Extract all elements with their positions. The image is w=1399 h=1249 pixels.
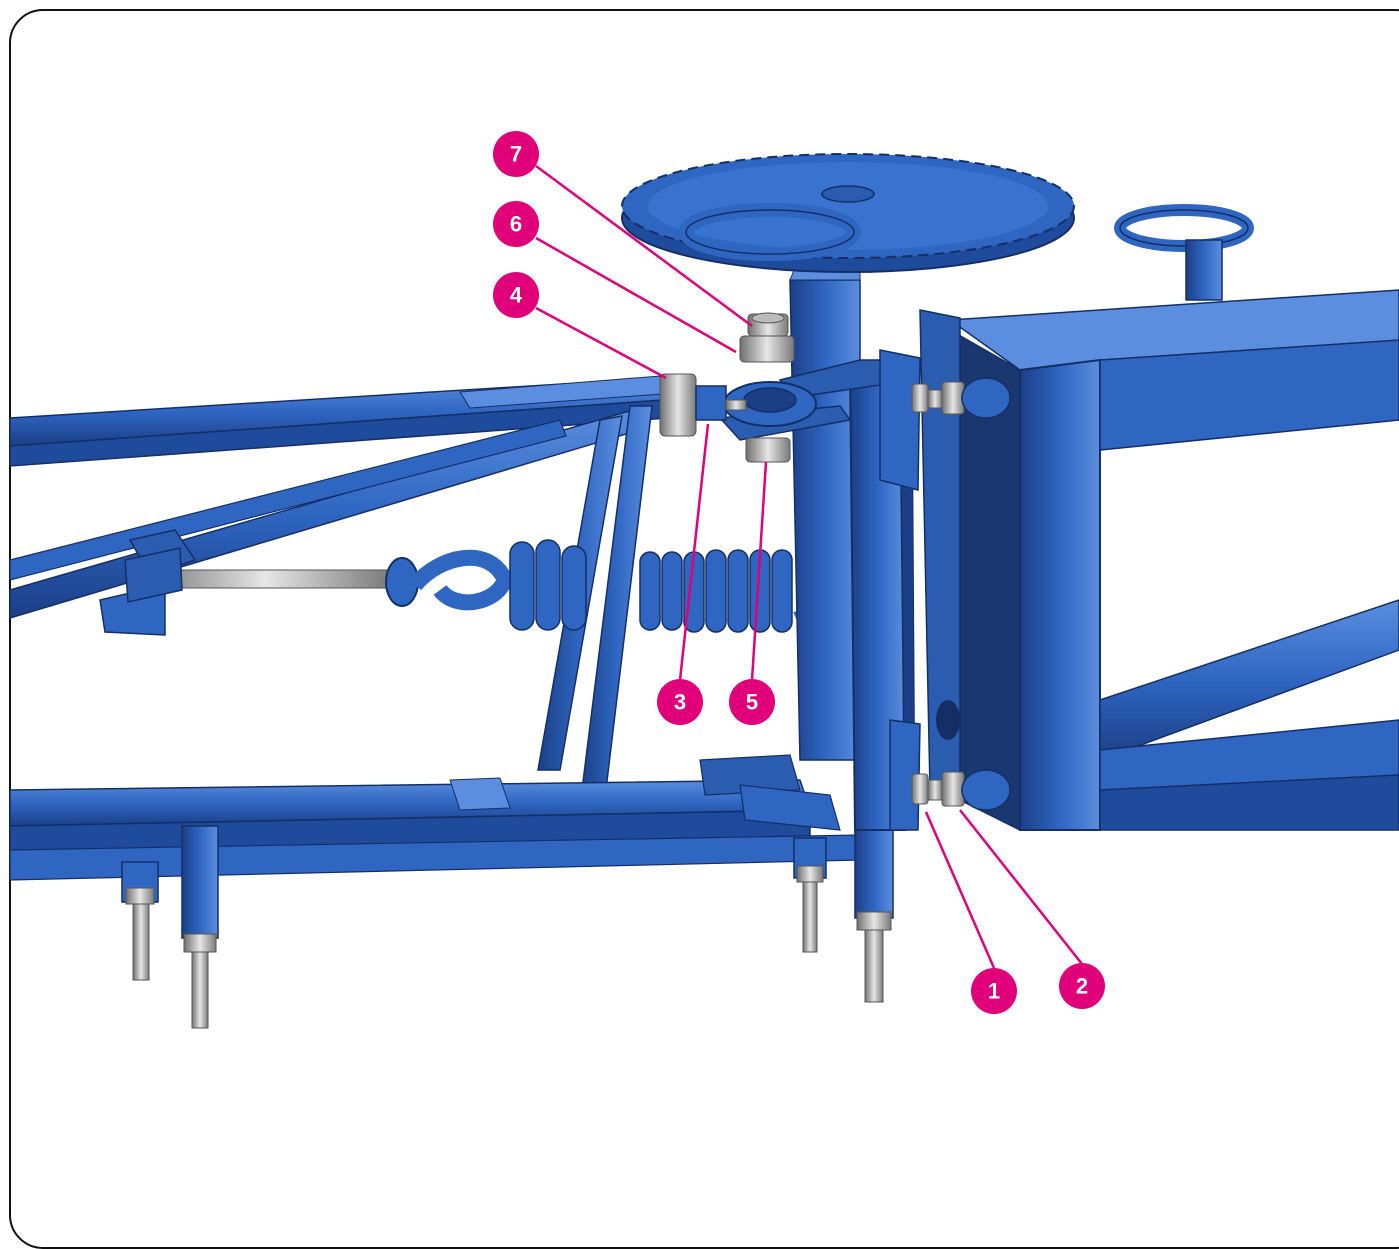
callout-7: 7 (493, 131, 539, 177)
callout-3: 3 (657, 679, 703, 725)
svg-text:6: 6 (510, 212, 522, 237)
svg-text:5: 5 (746, 690, 758, 715)
callouts: 7 6 4 3 5 1 2 (493, 131, 1105, 1014)
leader-line-4 (535, 306, 667, 380)
svg-text:1: 1 (988, 979, 1000, 1004)
callout-leaders (535, 164, 1083, 969)
right-boom-section (919, 204, 1399, 832)
callout-1: 1 (971, 968, 1017, 1014)
leader-line-3 (678, 423, 710, 681)
callout-6: 6 (493, 201, 539, 247)
leader-line-1 (924, 811, 996, 969)
leader-line-6 (535, 236, 737, 354)
tension-spring (124, 539, 843, 633)
callout-5: 5 (729, 679, 775, 725)
left-boom-frame (9, 375, 861, 881)
fasteners (659, 312, 1011, 811)
svg-text:3: 3 (674, 690, 686, 715)
leader-line-5 (750, 461, 768, 681)
leader-line-2 (959, 809, 1083, 965)
boom-assembly-illustration: 7 6 4 3 5 1 2 (9, 131, 1399, 1029)
support-legs (121, 799, 894, 1029)
svg-text:7: 7 (510, 142, 522, 167)
callout-4: 4 (493, 272, 539, 318)
svg-text:4: 4 (510, 283, 523, 308)
leader-line-7 (535, 164, 753, 328)
adjustment-handwheel (621, 153, 1075, 273)
callout-2: 2 (1059, 963, 1105, 1009)
svg-text:2: 2 (1076, 974, 1088, 999)
